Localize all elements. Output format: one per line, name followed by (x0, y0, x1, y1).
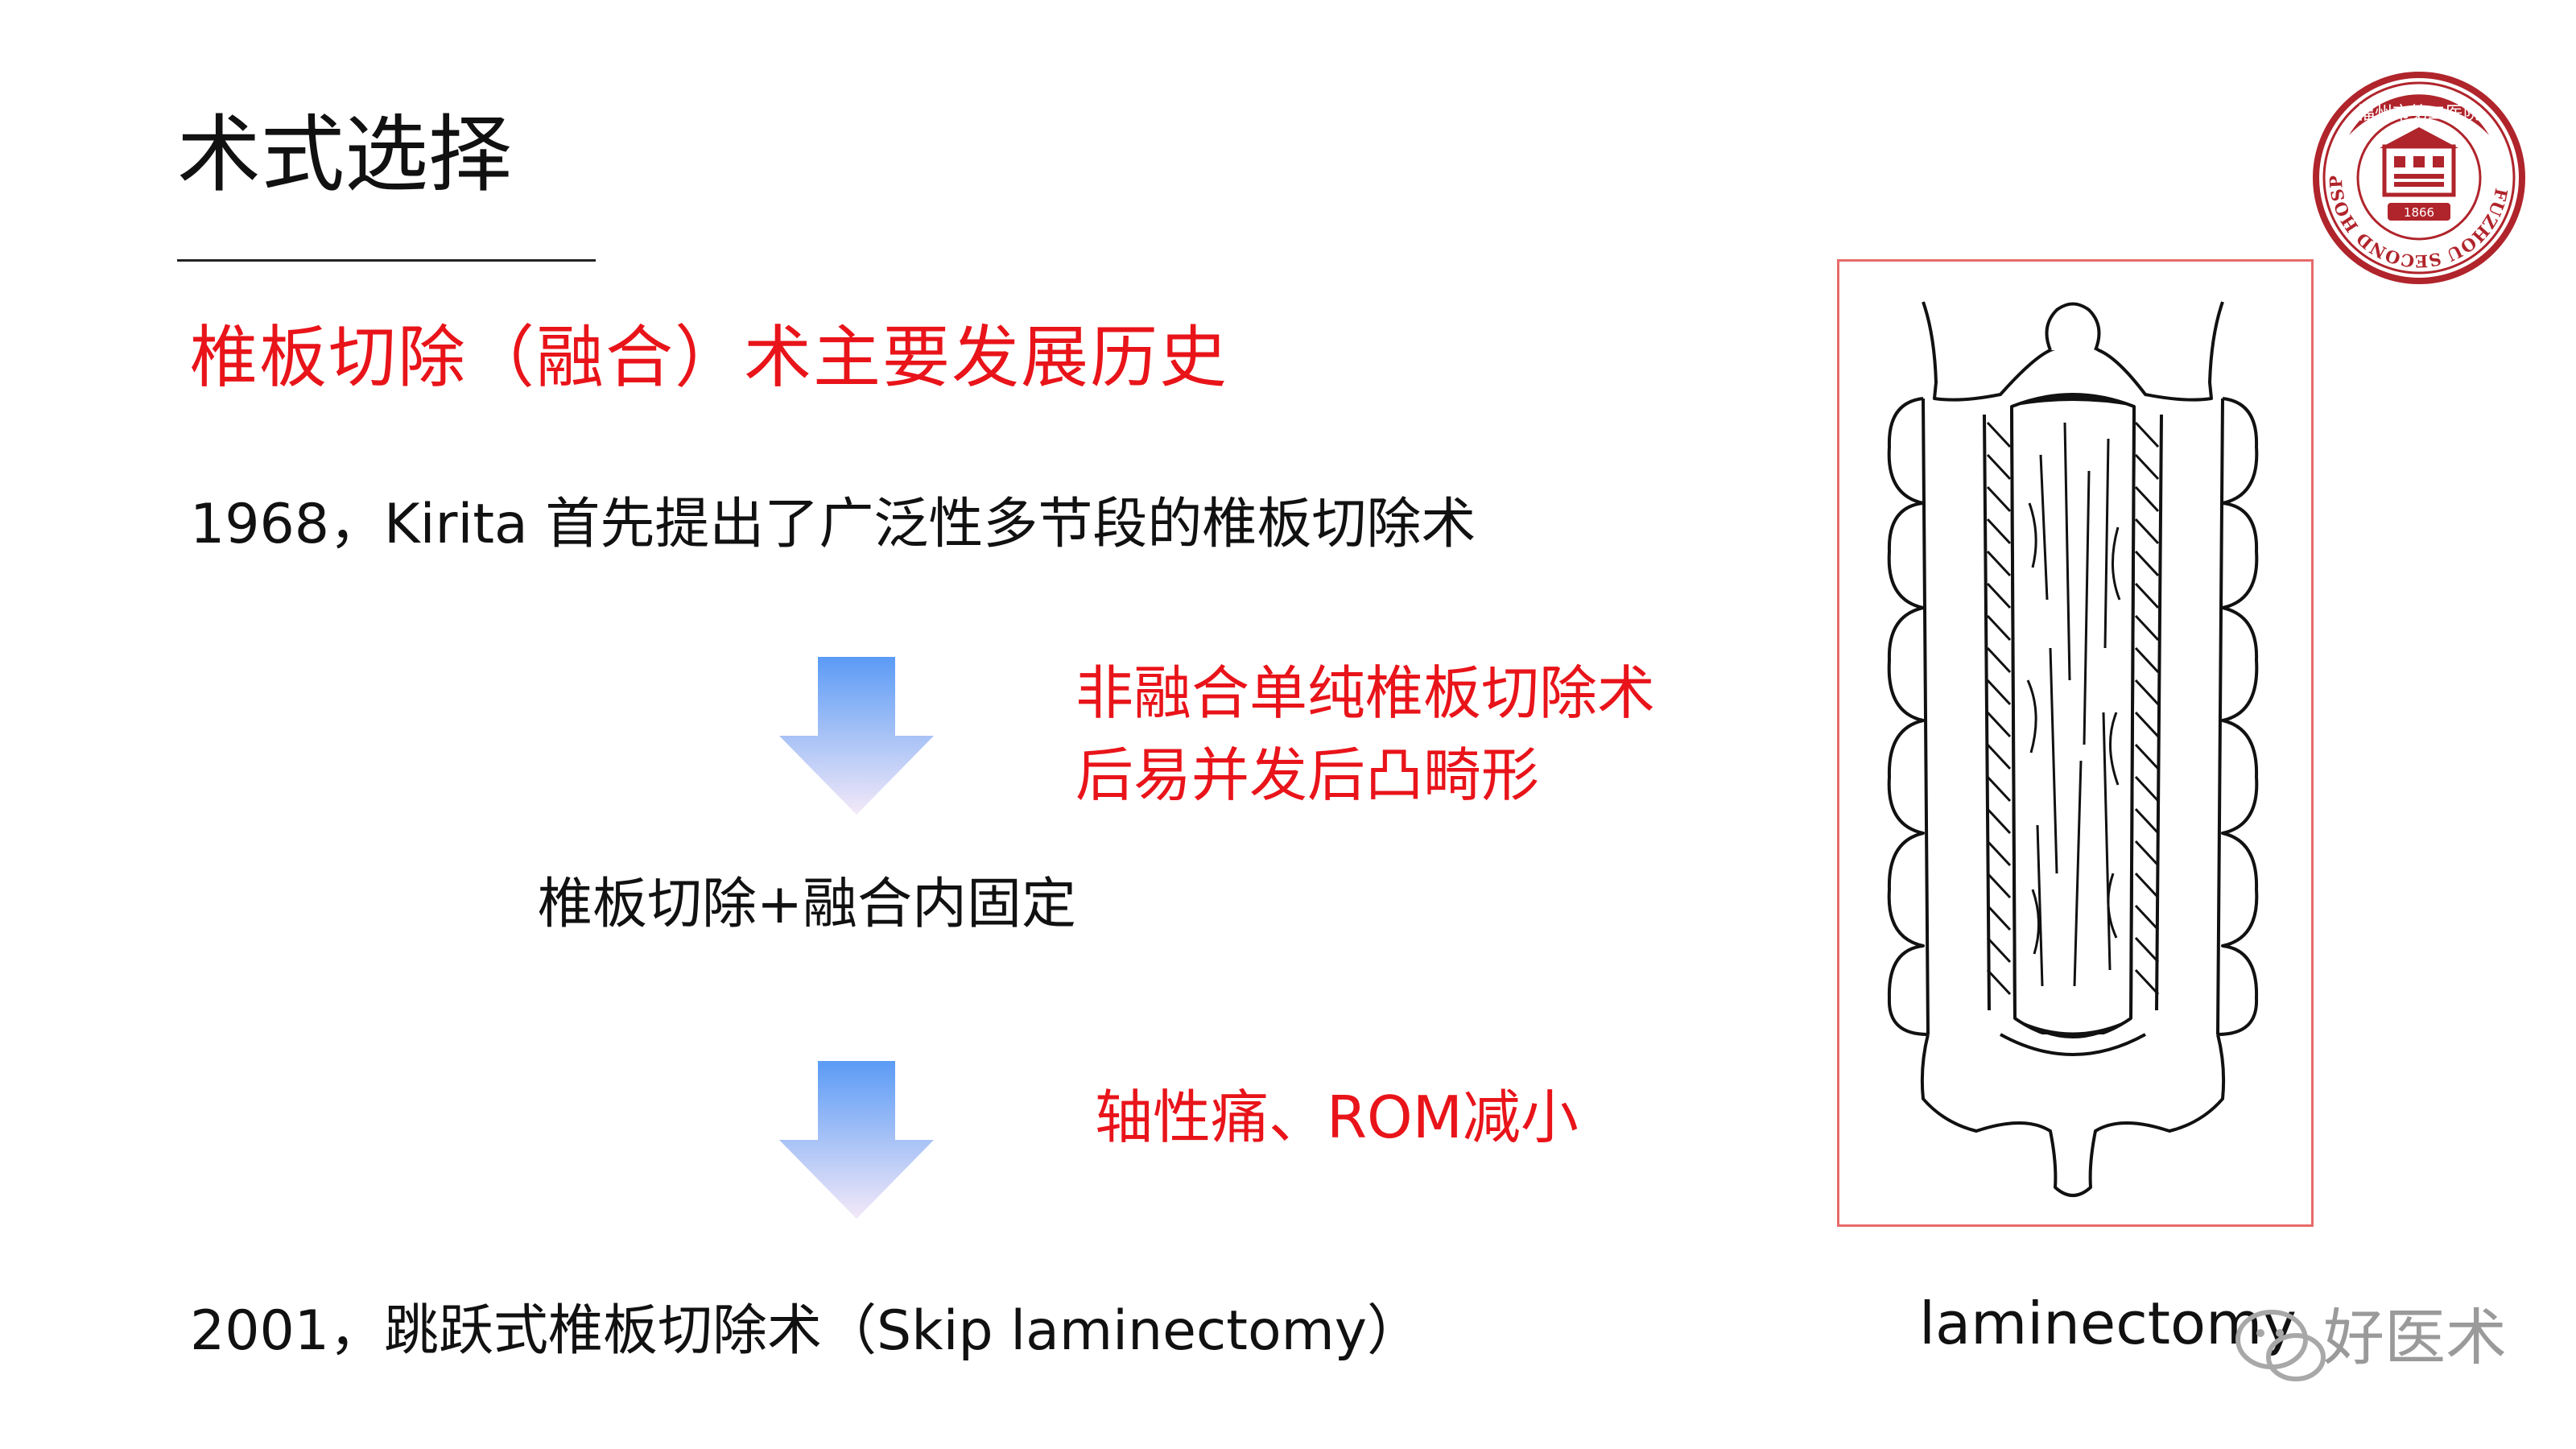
page-title: 术式选择 (177, 105, 513, 204)
title-underline (177, 259, 596, 262)
complication-note-line-2: 后易并发后凸畸形 (1075, 741, 1540, 810)
spine-drawing (1887, 301, 2259, 1197)
down-arrow-icon (779, 1061, 934, 1219)
side-effect-note: 轴性痛、ROM减小 (1095, 1084, 1579, 1151)
complication-note: 非融合单纯椎板切除术 后易并发后凸畸形 (1075, 652, 1655, 816)
laminectomy-fusion: 椎板切除+融合内固定 (538, 873, 1076, 936)
logo-top-text: 福州市第二医院 (2357, 104, 2481, 124)
down-arrow-icon (779, 657, 934, 815)
watermark-text: 好医术 (2323, 1302, 2507, 1373)
section-heading: 椎板切除（融合）术主要发展历史 (190, 318, 1229, 397)
complication-note-line-1: 非融合单纯椎板切除术 (1075, 659, 1656, 727)
history-1968: 1968，Kirita 首先提出了广泛性多节段的椎板切除术 (190, 493, 1476, 556)
figure-caption: laminectomy (1919, 1290, 2297, 1357)
logo-year: 1866 (2404, 205, 2434, 220)
laminectomy-illustration (1837, 259, 2314, 1227)
hospital-seal-logo: 1866 FUZHOU SECOND HOSPITAL 福州市第二医院 (2310, 69, 2525, 284)
history-2001: 2001，跳跃式椎板切除术（Skip laminectomy） (190, 1299, 1422, 1363)
wechat-icon (2235, 1310, 2326, 1381)
